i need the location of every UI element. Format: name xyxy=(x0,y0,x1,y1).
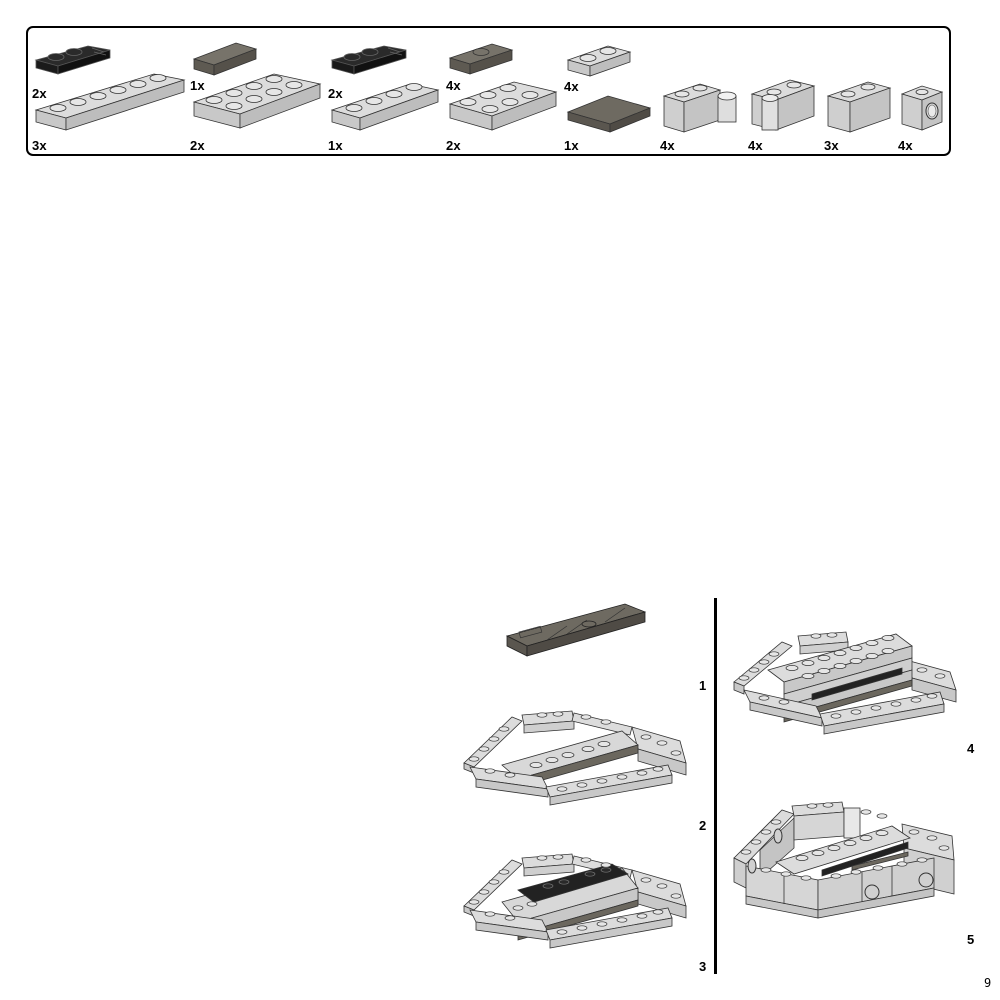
part-qty: 4x xyxy=(898,138,913,153)
part-plate-1x6-icon xyxy=(34,64,186,134)
part-hinge-brick-top-icon xyxy=(750,72,820,136)
part-plate-2x4-icon xyxy=(192,68,322,134)
part-technic-brick-1x1-icon xyxy=(900,82,946,134)
parts-list-box: 2x 3x 1x xyxy=(26,26,951,156)
step-number: 4 xyxy=(967,741,975,756)
part-qty: 3x xyxy=(32,138,47,153)
part-qty: 4x xyxy=(446,78,461,93)
step-3-frame-image xyxy=(462,848,692,949)
part-qty: 2x xyxy=(328,86,343,101)
step-number: 5 xyxy=(967,932,975,947)
part-qty: 1x xyxy=(564,138,579,153)
part-jumper-plate-dark-icon xyxy=(448,40,514,76)
part-tile-2x2-dark-icon xyxy=(566,92,652,134)
step-divider xyxy=(714,598,717,974)
part-qty: 1x xyxy=(328,138,343,153)
step-5-image xyxy=(732,796,958,920)
part-qty: 2x xyxy=(190,138,205,153)
step-4-image xyxy=(732,628,962,735)
part-qty: 1x xyxy=(190,78,205,93)
part-hinge-plate-black-icon xyxy=(34,42,114,75)
part-plate-2x3-icon xyxy=(448,76,558,136)
part-qty: 4x xyxy=(748,138,763,153)
step-1-subassembly-image xyxy=(505,602,647,660)
part-qty: 4x xyxy=(564,79,579,94)
step-number: 1 xyxy=(699,678,707,693)
part-plate-1x4-icon xyxy=(330,76,440,132)
part-hinge-plate-black-icon xyxy=(330,42,410,75)
page-number: 9 xyxy=(984,976,992,990)
step-1-frame-image xyxy=(462,705,692,806)
part-qty: 4x xyxy=(660,138,675,153)
part-tile-1x2-dark-icon xyxy=(192,41,258,77)
part-qty: 3x xyxy=(824,138,839,153)
step-number: 2 xyxy=(699,818,707,833)
part-plate-1x2-icon xyxy=(566,40,632,77)
part-qty: 2x xyxy=(446,138,461,153)
part-hinge-brick-base-icon xyxy=(662,76,742,136)
part-brick-1x2-icon xyxy=(826,76,896,136)
step-number: 3 xyxy=(699,959,707,974)
part-qty: 2x xyxy=(32,86,47,101)
